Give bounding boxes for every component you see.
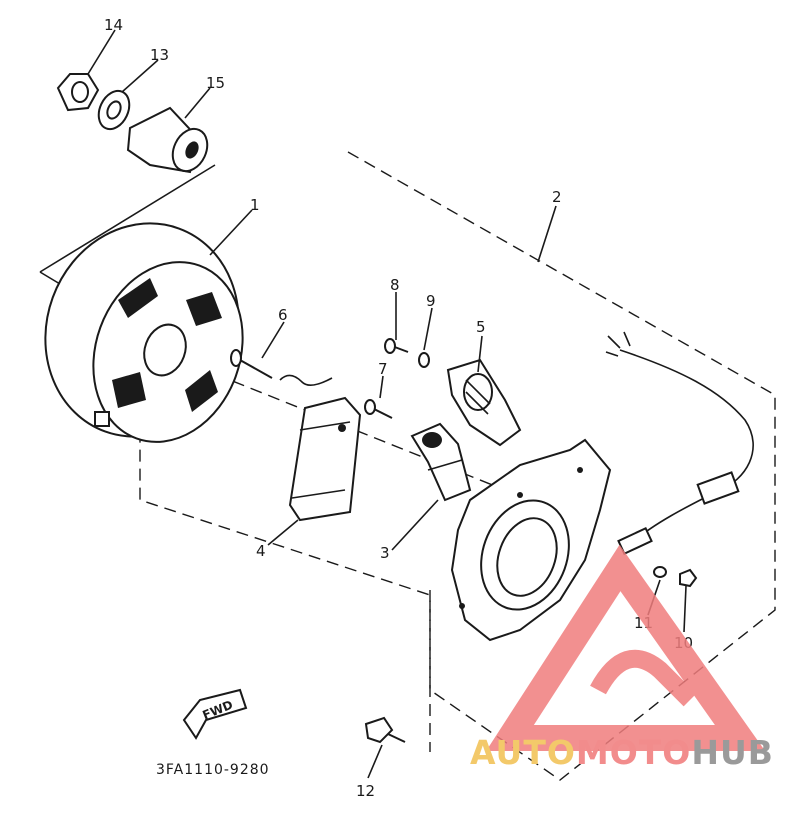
callout-4: 4 (256, 542, 266, 560)
callout-12: 12 (356, 782, 375, 800)
wire-harness (605, 331, 754, 556)
callout-13: 13 (150, 46, 169, 64)
callout-7: 7 (378, 360, 388, 378)
brand-moto: MOTO (575, 733, 692, 772)
callout-9: 9 (426, 292, 436, 310)
bolt-12 (364, 716, 406, 744)
brand-auto: AUTO (470, 733, 576, 772)
washer-11 (653, 566, 667, 578)
watermark-brand: AUTOMOTOHUB (470, 733, 774, 772)
drawing-code: 3FA1110-9280 (156, 762, 270, 778)
callout-1: 1 (250, 196, 260, 214)
nut-part (56, 73, 100, 112)
brand-hub: HUB (691, 733, 774, 772)
stator-plate (450, 438, 612, 642)
bolt-10 (679, 568, 698, 588)
callout-5: 5 (476, 318, 486, 336)
callout-14: 14 (104, 16, 123, 34)
callout-15: 15 (206, 74, 225, 92)
wire-clip (279, 374, 333, 386)
screw-7 (364, 399, 393, 419)
center-axis (179, 359, 581, 521)
screw-8 (384, 338, 409, 354)
callout-8: 8 (390, 276, 400, 294)
charge-coil (288, 396, 362, 522)
small-washer (418, 352, 430, 368)
long-screw (230, 349, 273, 379)
watermark-logo (486, 544, 766, 751)
pickup-unit (446, 358, 522, 447)
source-coil (410, 422, 472, 502)
callout-3: 3 (380, 544, 390, 562)
callout-6: 6 (278, 306, 288, 324)
flywheel-rotor (44, 222, 244, 443)
leader-upper (39, 164, 216, 273)
callout-2: 2 (552, 188, 562, 206)
washer-part (97, 89, 131, 131)
fwd-arrow (182, 688, 248, 740)
collar-part (126, 106, 209, 174)
assembly-outline (139, 151, 776, 781)
